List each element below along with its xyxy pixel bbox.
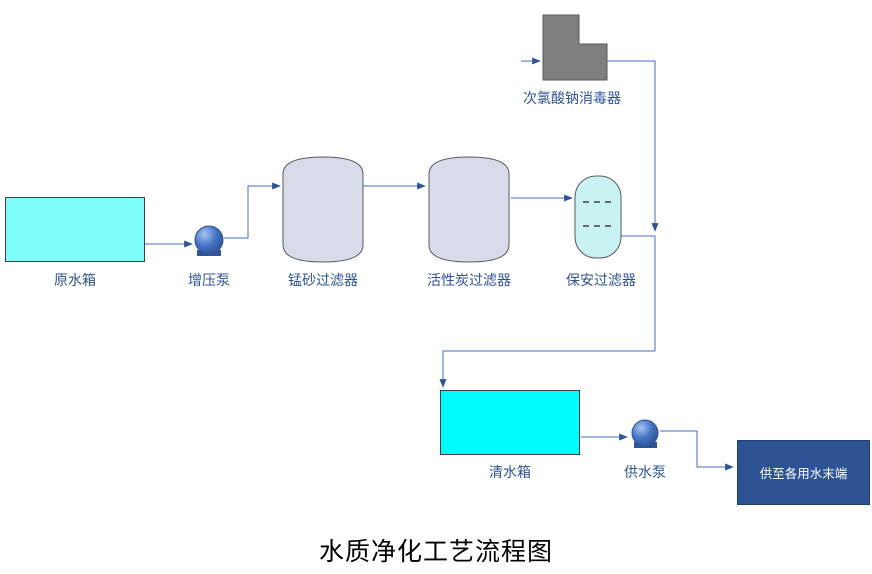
supply-pump-shape	[631, 419, 659, 448]
supply-pump-icon	[631, 419, 659, 447]
diagram-title: 水质净化工艺流程图	[318, 539, 553, 566]
end-terminal-box: 供至各用水末端	[737, 440, 870, 505]
raw-water-tank-shape	[5, 197, 145, 262]
connector-disinfector-to-main-line	[607, 60, 659, 232]
security-filter-body	[574, 175, 622, 259]
end-terminal-label: 供至各用水末端	[759, 467, 848, 481]
booster-pump-shape	[194, 225, 224, 256]
clean-water-tank-label: 清水箱	[489, 464, 531, 480]
carbon-filter-shape	[428, 156, 510, 263]
disinfector-label: 次氯酸钠消毒器	[523, 90, 621, 106]
booster-pump-icon	[194, 225, 224, 255]
connector-security-filter-to-clean-tank	[439, 235, 656, 388]
disinfector-shape	[542, 14, 608, 81]
connectors-group	[145, 57, 734, 471]
security-filter-label: 保安过滤器	[566, 272, 636, 288]
carbon-filter-label: 活性炭过滤器	[427, 272, 511, 288]
connector-boosterpump-to-manganese-filter	[224, 182, 281, 239]
manganese-filter-shape	[282, 156, 364, 263]
connector-supply-pump-to-end-terminal	[660, 430, 734, 471]
manganese-filter-label: 锰砂过滤器	[288, 272, 358, 288]
security-filter-shape	[574, 175, 622, 259]
supply-pump-label: 供水泵	[624, 464, 666, 480]
clean-water-tank-shape	[440, 390, 580, 455]
booster-pump-label: 增压泵	[188, 272, 230, 288]
raw-water-tank-label: 原水箱	[54, 272, 96, 288]
